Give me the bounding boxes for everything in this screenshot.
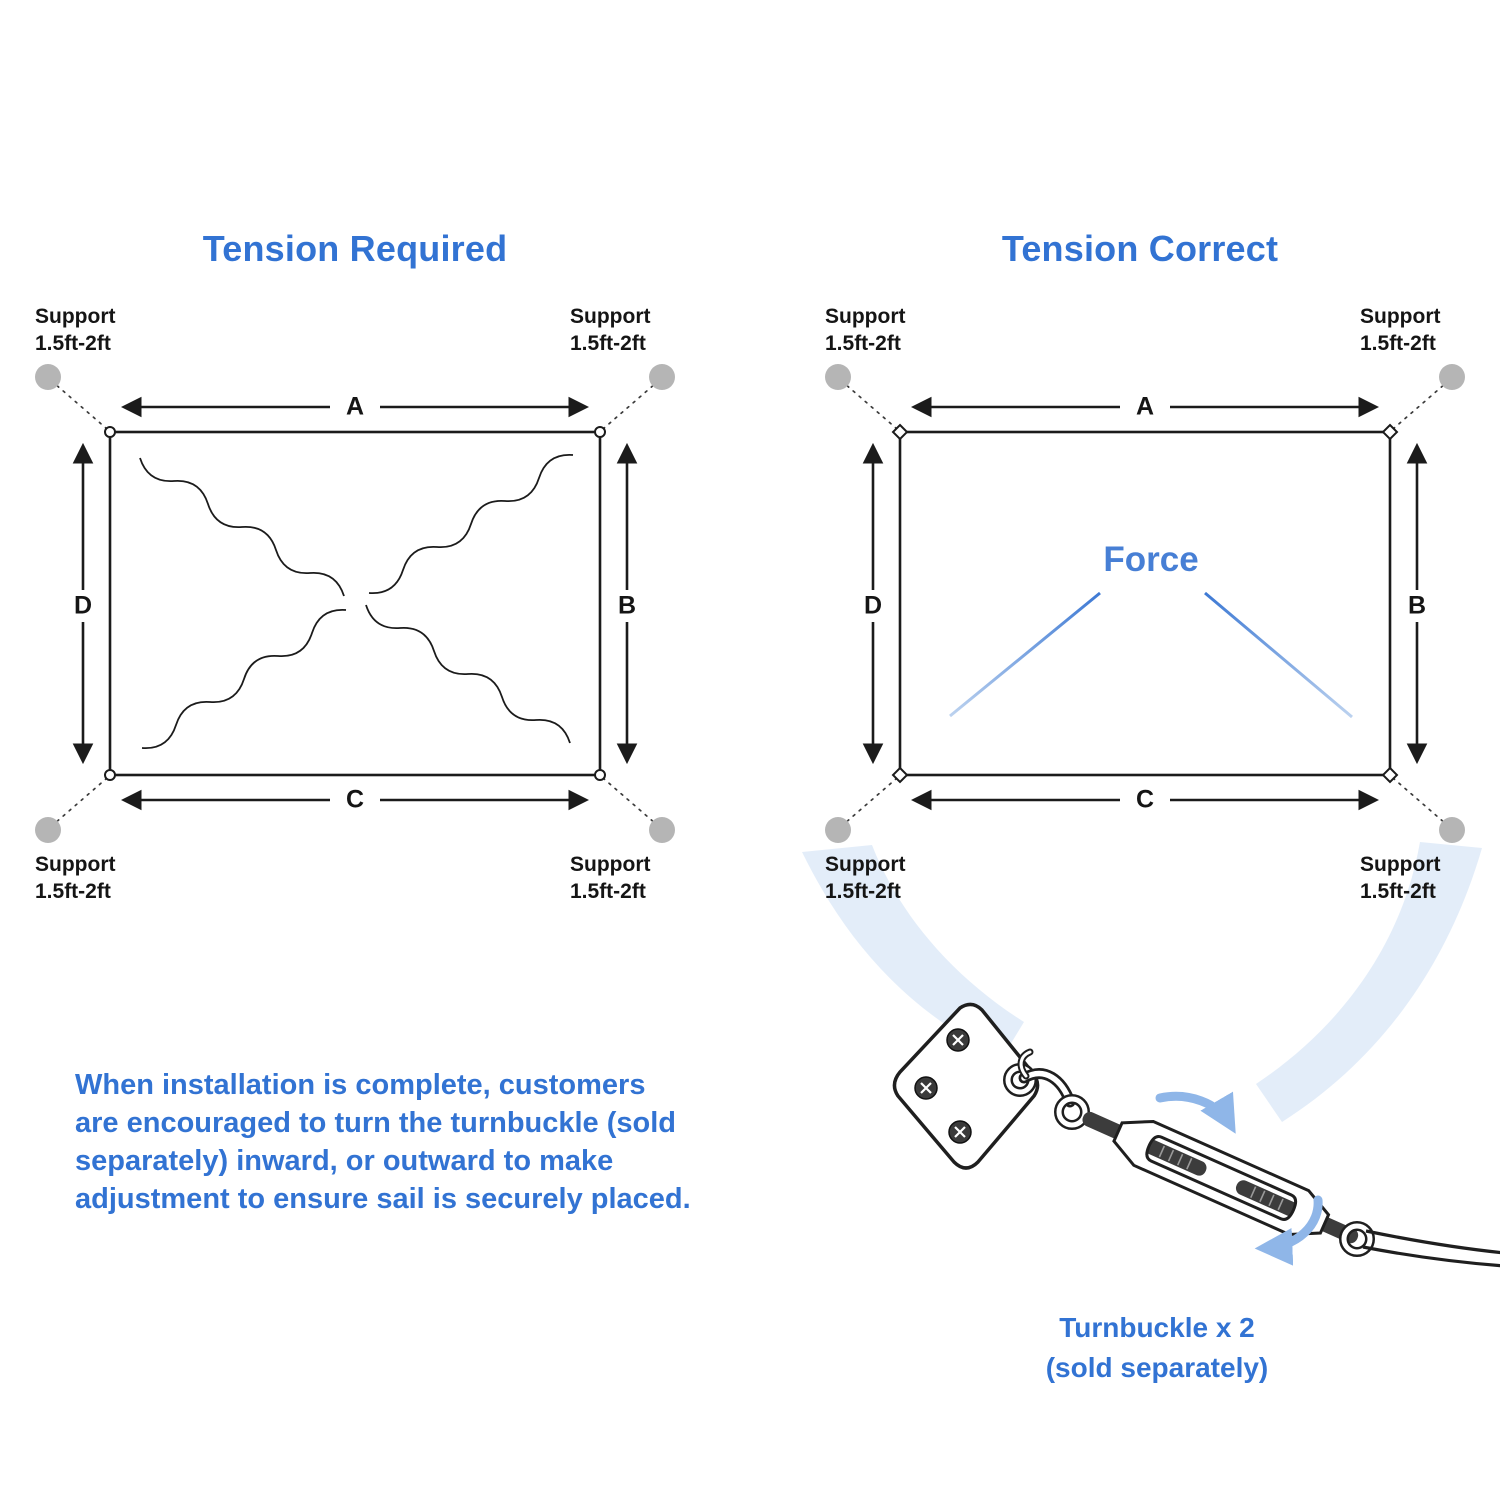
caption-line-2: (sold separately) xyxy=(1045,1352,1269,1383)
support-range: 1.5ft-2ft xyxy=(825,880,901,904)
sail-outline-left xyxy=(108,430,602,777)
support-post-dots-right xyxy=(825,364,1465,843)
plate-screws xyxy=(914,1028,972,1144)
support-label-left-bottom-right: Support 1.5ft-2ft xyxy=(570,851,650,906)
edge-label-c-left: C xyxy=(345,785,365,814)
support-label-left-bottom-left: Support 1.5ft-2ft xyxy=(35,851,115,906)
edge-label-d-right: D xyxy=(863,591,883,620)
support-range: 1.5ft-2ft xyxy=(35,880,111,904)
dimension-arrows-right xyxy=(862,396,1428,811)
note-line-1: When installation is complete, customers xyxy=(75,1069,646,1101)
edge-label-a-right: A xyxy=(1135,392,1155,421)
support-label-right-top-left: Support 1.5ft-2ft xyxy=(825,303,905,358)
corner-grommets-left xyxy=(104,426,606,781)
turnbuckle-caption: Turnbuckle x 2 (sold separately) xyxy=(1046,1308,1269,1388)
turnbuckle-right-ring xyxy=(1339,1221,1375,1257)
support-post-dots xyxy=(35,364,675,843)
edge-label-d-left: D xyxy=(73,591,93,620)
left-diagram-graphics xyxy=(35,364,675,843)
support-word: Support xyxy=(35,853,116,876)
support-label-right-bottom-left: Support 1.5ft-2ft xyxy=(825,851,905,906)
left-diagram-title: Tension Required xyxy=(202,228,508,269)
support-word: Support xyxy=(1360,853,1441,876)
corner-tether-lines-right xyxy=(843,382,1447,825)
turnbuckle-left-ring xyxy=(1054,1094,1090,1130)
edge-label-c-right: C xyxy=(1135,785,1155,814)
support-range: 1.5ft-2ft xyxy=(825,332,901,356)
support-label-left-top-left: Support 1.5ft-2ft xyxy=(35,303,115,358)
support-range: 1.5ft-2ft xyxy=(570,880,646,904)
force-label: Force xyxy=(1103,540,1199,579)
note-line-3: separately) inward, or outward to make xyxy=(75,1145,614,1177)
note-line-4: adjustment to ensure sail is securely pl… xyxy=(75,1183,691,1215)
support-label-right-bottom-right: Support 1.5ft-2ft xyxy=(1360,851,1440,906)
support-word: Support xyxy=(825,853,906,876)
right-diagram-title: Tension Correct xyxy=(1001,228,1279,269)
support-range: 1.5ft-2ft xyxy=(1360,880,1436,904)
corner-tether-lines xyxy=(53,382,657,825)
support-word: Support xyxy=(825,305,906,328)
support-label-right-top-right: Support 1.5ft-2ft xyxy=(1360,303,1440,358)
force-direction-lines xyxy=(949,591,1353,719)
sail-outline-right xyxy=(898,430,1392,777)
support-range: 1.5ft-2ft xyxy=(35,332,111,356)
edge-label-b-right: B xyxy=(1407,591,1427,620)
corner-grommets-right xyxy=(891,423,1399,784)
installation-note: When installation is complete, customers… xyxy=(75,1066,775,1218)
support-word: Support xyxy=(570,853,651,876)
rotation-arrows xyxy=(1155,1091,1323,1266)
turnbuckle-body xyxy=(1082,1111,1359,1244)
dimension-arrows-left xyxy=(72,396,638,811)
wrinkle-wavy-lines xyxy=(139,454,574,749)
support-word: Support xyxy=(570,305,651,328)
turnbuckle-illustration xyxy=(892,1002,1500,1268)
edge-label-b-left: B xyxy=(617,591,637,620)
support-range: 1.5ft-2ft xyxy=(570,332,646,356)
support-range: 1.5ft-2ft xyxy=(1360,332,1436,356)
mounting-plate xyxy=(892,1002,1040,1170)
support-word: Support xyxy=(35,305,116,328)
support-label-left-top-right: Support 1.5ft-2ft xyxy=(570,303,650,358)
support-word: Support xyxy=(1360,305,1441,328)
edge-label-a-left: A xyxy=(345,392,365,421)
steel-cable xyxy=(1362,1229,1500,1268)
caption-line-1: Turnbuckle x 2 xyxy=(1059,1312,1255,1343)
note-line-2: are encouraged to turn the turnbuckle (s… xyxy=(75,1107,677,1139)
right-diagram-graphics xyxy=(802,364,1482,1122)
